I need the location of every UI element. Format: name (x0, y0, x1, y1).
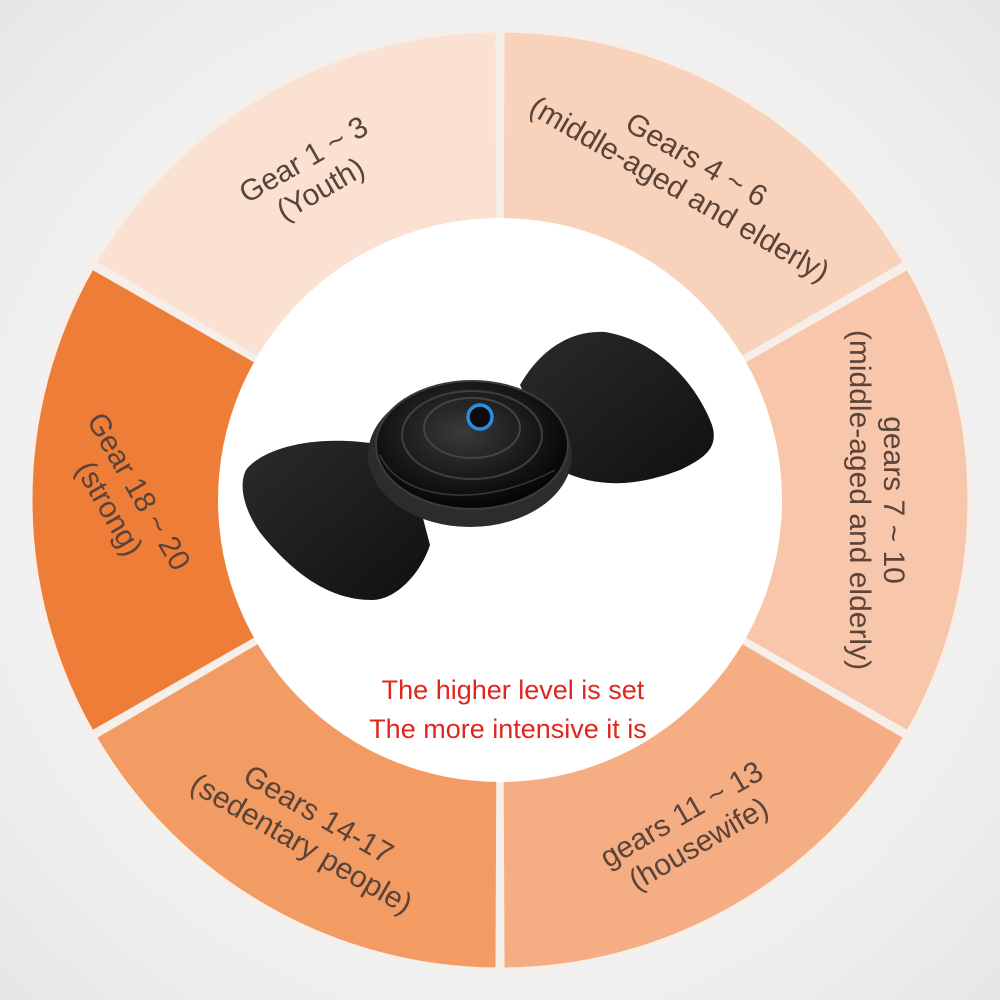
hub-highlight (379, 454, 556, 496)
intensity-note-line2: The more intensive it is (369, 714, 647, 744)
intensity-note-line1: The higher level is set (382, 675, 645, 705)
power-button-icon (466, 403, 494, 431)
segments-layer (27, 27, 973, 973)
massager-device-icon (242, 331, 714, 600)
hub-ring-outer (401, 390, 543, 480)
segment-label-line: gears 7 ~ 10 (877, 416, 910, 584)
segment-label-line: (middle-aged and elderly) (843, 330, 876, 670)
hub-body (375, 380, 569, 510)
hub-ring-inner (423, 397, 521, 459)
segment-label-middle-2: gears 7 ~ 10(middle-aged and elderly) (843, 330, 910, 670)
